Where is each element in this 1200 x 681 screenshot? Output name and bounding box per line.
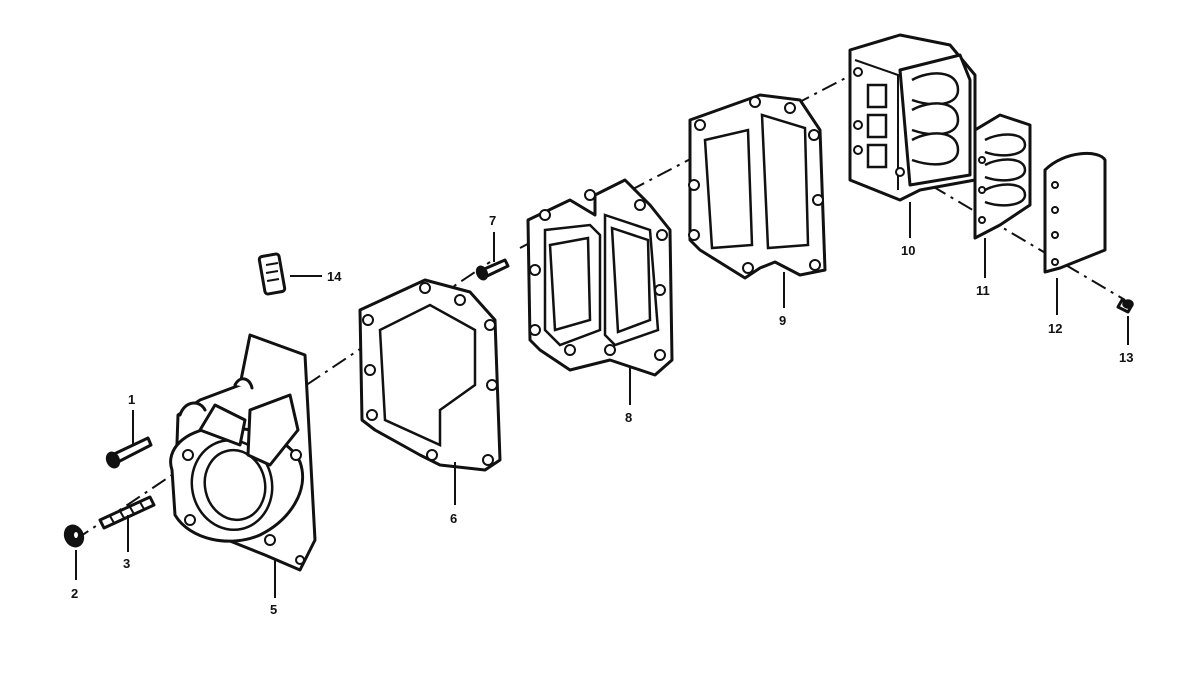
callout-11: 11 xyxy=(976,283,990,298)
part-1-screw xyxy=(105,436,153,469)
part-8-reed-block xyxy=(526,178,674,377)
reed-axis-line xyxy=(904,169,1126,301)
callout-6: 6 xyxy=(450,511,457,526)
callout-1: 1 xyxy=(128,392,135,407)
part-12-reed-stop xyxy=(1043,151,1107,274)
part-6-gasket xyxy=(358,278,502,472)
part-13-screw xyxy=(1116,298,1134,314)
part-14-decal xyxy=(257,252,287,296)
part-11-reed-petals xyxy=(973,113,1032,240)
callout-5: 5 xyxy=(270,602,277,617)
leader-lines xyxy=(75,202,1129,598)
part-3-stud xyxy=(98,495,156,530)
part-9-gasket xyxy=(688,93,827,280)
callout-13: 13 xyxy=(1119,350,1133,365)
part-5-carburetor-adapter xyxy=(169,333,317,572)
callout-2: 2 xyxy=(71,586,78,601)
callout-7: 7 xyxy=(489,213,496,228)
callout-12: 12 xyxy=(1048,321,1062,336)
callout-8: 8 xyxy=(625,410,632,425)
callout-labels: 1 2 3 5 6 7 8 9 10 11 12 13 14 xyxy=(71,213,1133,617)
part-10-reed-housing xyxy=(848,33,977,202)
part-2-nut xyxy=(63,524,85,548)
callout-14: 14 xyxy=(327,269,342,284)
callout-9: 9 xyxy=(779,313,786,328)
callout-3: 3 xyxy=(123,556,130,571)
callout-10: 10 xyxy=(901,243,915,258)
part-7-screw xyxy=(475,258,510,281)
